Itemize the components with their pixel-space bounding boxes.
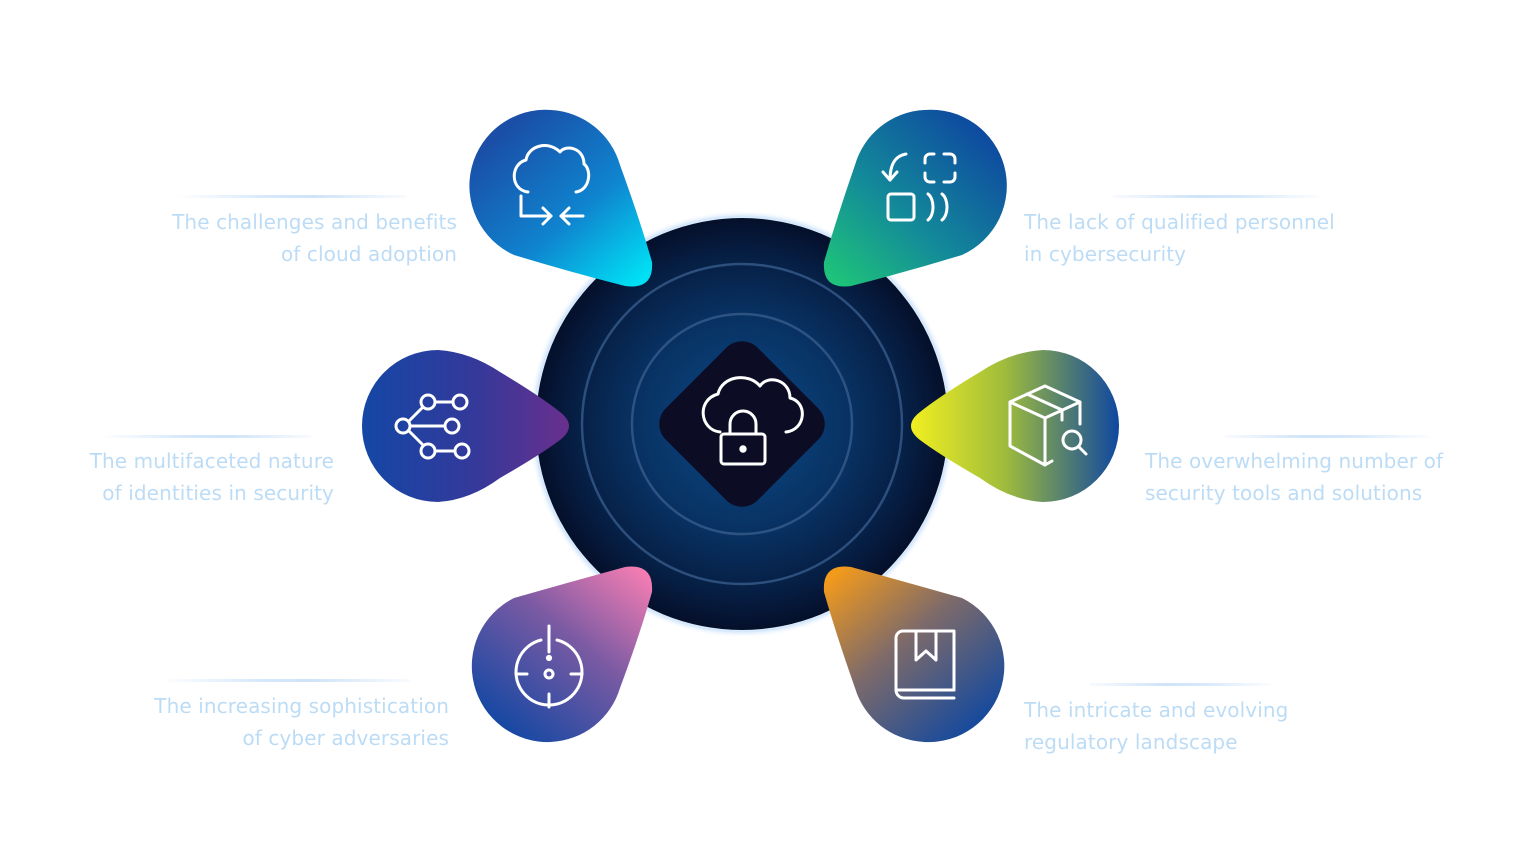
resize-frame-icon [881,152,957,222]
label-tools: The overwhelming number of security tool… [1145,445,1443,509]
pin-cloud [469,109,653,287]
label-personnel: The lack of qualified personnel in cyber… [1024,206,1335,270]
label-line: The increasing sophistication [154,694,449,718]
cloud-lock-icon [701,376,804,466]
label-line: The multifaceted nature [89,449,334,473]
core-ring-outer [580,262,904,586]
rule-identities [100,435,312,438]
core-ring-inner [630,312,854,536]
rule-cloud [176,195,406,198]
label-cloud: The challenges and benefits of cloud ado… [172,206,457,270]
rule-adversaries [160,679,410,682]
label-regulatory: The intricate and evolving regulatory la… [1024,694,1288,758]
label-line: of cloud adoption [280,242,457,266]
rule-regulatory [1090,683,1278,686]
label-line: of identities in security [102,481,334,505]
rule-tools [1224,435,1436,438]
package-search-icon [1008,384,1088,467]
rule-personnel [1112,195,1326,198]
pin-regulatory [823,566,1005,743]
label-line: The challenges and benefits [172,210,457,234]
label-line: in cybersecurity [1024,242,1187,266]
network-nodes-icon [394,393,471,460]
label-line: security tools and solutions [1145,481,1423,505]
label-line: The intricate and evolving [1024,698,1289,722]
label-adversaries: The increasing sophistication of cyber a… [154,690,449,754]
label-line: of cyber adversaries [242,726,449,750]
label-line: regulatory landscape [1024,730,1238,754]
bookmark-book-icon [894,629,956,700]
compass-alert-icon [514,624,584,709]
pin-identities [362,350,569,502]
pin-adversaries [471,566,653,743]
label-identities: The multifaceted nature of identities in… [90,445,334,509]
pin-tools [911,350,1119,502]
label-line: The overwhelming number of [1145,449,1444,473]
label-line: The lack of qualified personnel [1024,210,1335,234]
cloud-sync-icon [512,144,591,226]
